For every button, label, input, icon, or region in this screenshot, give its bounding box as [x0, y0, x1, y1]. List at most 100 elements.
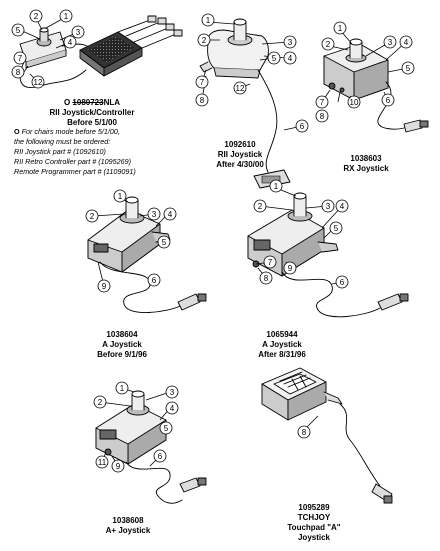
- part-number: 1095289: [298, 503, 330, 512]
- callout-number: 3: [288, 38, 293, 47]
- prefix-symbol: O: [63, 98, 71, 107]
- product-name-2: Touchpad "A": [287, 523, 341, 532]
- callout-rx-joystick-3: 3: [383, 35, 397, 49]
- callout-number: 9: [288, 264, 293, 273]
- callout-rii-controller-7: 7: [13, 51, 27, 65]
- callout-number: 1: [274, 182, 279, 191]
- callout-number: 1: [118, 192, 123, 201]
- callout-number: 5: [164, 424, 169, 433]
- rii-controller-illustration: [19, 15, 183, 88]
- callout-number: 7: [200, 78, 205, 87]
- callout-number: 1: [120, 384, 125, 393]
- rx-joystick-illustration: [323, 38, 429, 133]
- callout-a-joystick-after-8: 8: [259, 271, 273, 285]
- caption-rii-joystick: 1092610 RII Joystick After 4/30/00: [192, 140, 288, 170]
- product-name: RII Joystick/Controller: [49, 108, 135, 117]
- callout-a-plus-joystick-4: 4: [165, 401, 179, 415]
- callout-a-joystick-before-2: 2: [85, 209, 99, 223]
- callout-rii-controller-3: 3: [71, 25, 85, 39]
- caption-rii-controller: O 1080723NLA RII Joystick/Controller Bef…: [34, 98, 150, 128]
- callout-number: 8: [302, 428, 307, 437]
- callout-rx-joystick-5: 5: [401, 61, 415, 75]
- product-name: A+ Joystick: [105, 526, 151, 535]
- callout-number: 1: [206, 16, 211, 25]
- callout-rii-joystick-6: 6: [295, 119, 309, 133]
- note-line: RII Joystick part # (1092610): [14, 147, 106, 156]
- callout-number: 5: [334, 224, 339, 233]
- product-detail: After 8/31/96: [258, 350, 306, 359]
- callout-rx-joystick-2: 2: [321, 37, 335, 51]
- callout-a-plus-joystick-11: 11: [95, 455, 109, 469]
- callout-number: 9: [102, 282, 107, 291]
- callout-rx-joystick-4: 4: [399, 35, 413, 49]
- callout-a-plus-joystick-1: 1: [115, 381, 129, 395]
- note-line: Remote Programmer part # (1109091): [14, 167, 136, 176]
- product-detail: After 4/30/00: [216, 160, 264, 169]
- tchjoy-illustration: [261, 367, 393, 504]
- callout-a-joystick-before-1: 1: [113, 189, 127, 203]
- callout-number: 6: [158, 452, 163, 461]
- callout-rii-controller-4: 4: [63, 35, 77, 49]
- callout-rii-controller-5: 5: [11, 23, 25, 37]
- product-name: RX Joystick: [343, 164, 389, 173]
- callout-number: 4: [340, 202, 345, 211]
- callout-a-joystick-after-7: 7: [263, 255, 277, 269]
- callout-number: 8: [264, 274, 269, 283]
- part-number: 1038608: [112, 516, 144, 525]
- part-suffix: NLA: [103, 98, 121, 107]
- callout-a-joystick-after-5: 5: [329, 221, 343, 235]
- part-number: 1080723: [72, 98, 104, 107]
- callout-rii-joystick-5: 5: [267, 51, 281, 65]
- note-line: For chairs mode before 5/1/00,: [21, 127, 120, 136]
- callout-a-joystick-after-3: 3: [321, 199, 335, 213]
- a-plus-joystick-illustration: [95, 390, 207, 504]
- callout-a-joystick-before-6: 6: [147, 273, 161, 287]
- callout-number: 3: [170, 388, 175, 397]
- callout-rii-joystick-7: 7: [195, 75, 209, 89]
- caption-a-plus-joystick: 1038608 A+ Joystick: [88, 516, 168, 536]
- callout-number: 4: [168, 210, 173, 219]
- caption-tchjoy: 1095289 TCHJOY Touchpad "A" Joystick: [266, 503, 362, 543]
- callout-number: 4: [68, 38, 73, 47]
- part-number: 1065944: [266, 330, 298, 339]
- callout-rii-joystick-2: 2: [197, 33, 211, 47]
- callout-number: 9: [116, 462, 121, 471]
- ordering-note: O For chairs mode before 5/1/00, the fol…: [14, 127, 184, 177]
- callout-number: 7: [320, 98, 325, 107]
- callout-a-joystick-before-3: 3: [147, 207, 161, 221]
- callout-number: 6: [300, 122, 305, 131]
- callout-number: 8: [200, 96, 205, 105]
- callout-number: 12: [236, 84, 245, 93]
- callout-rii-joystick-8: 8: [195, 93, 209, 107]
- product-name: RII Joystick: [217, 150, 263, 159]
- callout-rii-controller-8: 8: [11, 65, 25, 79]
- caption-a-joystick-after: 1065944 A Joystick After 8/31/96: [242, 330, 322, 360]
- part-number: 1038603: [350, 154, 382, 163]
- callout-rii-joystick-12: 12: [233, 81, 247, 95]
- callout-a-joystick-after-1: 1: [269, 179, 283, 193]
- callout-rx-joystick-10: 10: [347, 95, 361, 109]
- product-detail: Before 9/1/96: [97, 350, 147, 359]
- callout-a-joystick-after-4: 4: [335, 199, 349, 213]
- part-number: 1038604: [106, 330, 138, 339]
- callout-number: 3: [326, 202, 331, 211]
- note-symbol: O: [14, 127, 20, 136]
- callout-number: 8: [16, 68, 21, 77]
- callout-number: 2: [34, 12, 39, 21]
- callout-rx-joystick-6: 6: [381, 93, 395, 107]
- caption-rx-joystick: 1038603 RX Joystick: [326, 154, 406, 174]
- callout-rii-controller-12: 12: [31, 75, 45, 89]
- callout-number: 5: [406, 64, 411, 73]
- a-joystick-before-illustration: [87, 196, 207, 314]
- note-line: the following must be ordered:: [14, 137, 111, 146]
- part-number: 1092610: [224, 140, 256, 149]
- callout-number: 7: [268, 258, 273, 267]
- callout-number: 2: [326, 40, 331, 49]
- callout-a-joystick-before-9: 9: [97, 279, 111, 293]
- product-name: A Joystick: [262, 340, 302, 349]
- callout-a-plus-joystick-2: 2: [93, 395, 107, 409]
- callout-number: 2: [258, 202, 263, 211]
- callout-a-joystick-after-9: 9: [283, 261, 297, 275]
